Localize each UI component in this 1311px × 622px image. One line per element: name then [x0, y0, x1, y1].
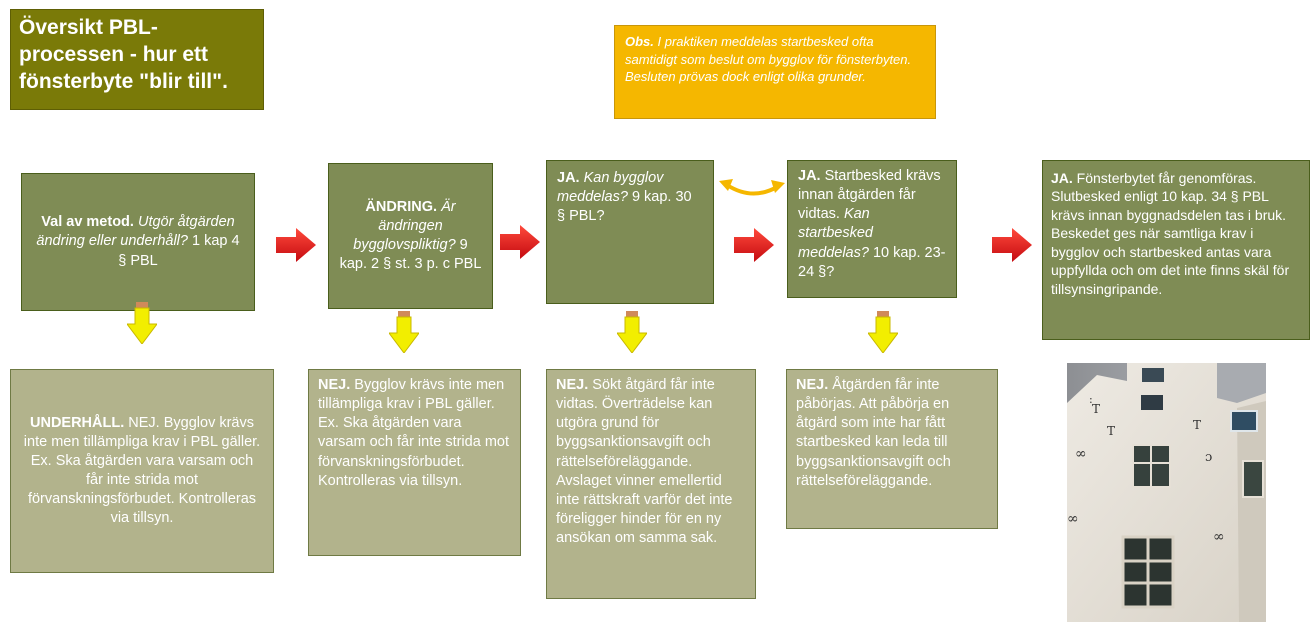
- right-arrow-icon: [734, 228, 774, 262]
- step-4-question: Kan startbesked meddelas?: [798, 206, 873, 261]
- obs-note: Obs. I praktiken meddelas startbesked of…: [614, 25, 936, 119]
- outcome-nej-sokt-atgard: NEJ. Sökt åtgärd får inte vidtas. Övertr…: [546, 369, 756, 599]
- down-arrow-icon: [127, 302, 157, 344]
- step-4-text: Startbesked krävs innan åtgärden får vid…: [798, 168, 941, 223]
- step-3-reference: 9 kap. 30 § PBL?: [557, 189, 692, 225]
- outcome-nej-bygglov-kravs-inte: NEJ. Bygglov krävs inte men tillämpliga …: [308, 369, 521, 556]
- outcome-1-lead: UNDERHÅLL.: [30, 414, 125, 431]
- right-arrow-icon: [276, 228, 316, 262]
- step-startbesked: JA. Startbesked krävs innan åtgärden får…: [787, 160, 957, 298]
- obs-text: I praktiken meddelas startbesked ofta sa…: [625, 34, 912, 85]
- svg-text::: :: [1089, 393, 1093, 406]
- svg-text:ɔ: ɔ: [1205, 450, 1212, 465]
- outcome-2-text: Bygglov krävs inte men tillämpliga krav …: [318, 377, 509, 489]
- obs-label: Obs.: [625, 34, 654, 49]
- outcome-underhall: UNDERHÅLL. NEJ. Bygglov krävs inte men t…: [10, 369, 274, 573]
- outcome-1-text: NEJ. Bygglov krävs inte men tillämpliga …: [23, 414, 261, 527]
- step-1-question: Utgör åtgärden ändring eller underhåll?: [36, 214, 235, 250]
- step-1-reference: 1 kap 4 § PBL: [118, 233, 240, 269]
- outcome-4-lead: NEJ.: [796, 377, 829, 393]
- step-kan-bygglov-meddelas: JA. Kan bygglov meddelas? 9 kap. 30 § PB…: [546, 160, 714, 304]
- step-andring: ÄNDRING. Är ändringen bygglovspliktig? 9…: [328, 163, 493, 309]
- outcome-2-lead: NEJ.: [318, 377, 351, 393]
- svg-text:T: T: [1107, 424, 1115, 438]
- step-3-question: Kan bygglov meddelas?: [557, 170, 664, 206]
- svg-text:∞: ∞: [1213, 529, 1225, 545]
- down-arrow-icon: [868, 311, 898, 353]
- step-1-lead: Val av metod.: [41, 214, 134, 231]
- down-arrow-icon: [617, 311, 647, 353]
- svg-text:∞: ∞: [1075, 446, 1087, 462]
- outcome-4-text: Åtgärden får inte påbörjas. Att påbörja …: [796, 377, 951, 489]
- down-arrow-icon: [389, 311, 419, 353]
- step-genomforas: JA. Fönsterbytet får genomföras. Slutbes…: [1042, 160, 1310, 340]
- svg-text:∞: ∞: [1067, 511, 1079, 527]
- right-arrow-icon: [992, 228, 1032, 262]
- step-5-lead: JA.: [1051, 170, 1073, 186]
- diagram-title: Översikt PBL-processen - hur ett fönster…: [10, 9, 264, 110]
- outcome-nej-atgarden-far-inte-paborjas: NEJ. Åtgärden får inte påbörjas. Att påb…: [786, 369, 998, 529]
- building-facade-photo: ∞ T T T ɔ ∞ ∞ :: [1067, 363, 1266, 622]
- svg-text:T: T: [1092, 402, 1100, 416]
- step-4-reference: 10 kap. 23-24 §?: [798, 244, 946, 280]
- outcome-3-lead: NEJ.: [556, 377, 589, 393]
- outcome-3-text: Sökt åtgärd får inte vidtas. Överträdels…: [556, 377, 733, 546]
- right-arrow-icon: [500, 225, 540, 259]
- step-val-av-metod: Val av metod. Utgör åtgärden ändring ell…: [21, 173, 255, 311]
- step-2-reference: 9 kap. 2 § st. 3 p. c PBL: [339, 237, 482, 273]
- svg-text:T: T: [1193, 418, 1201, 432]
- step-2-lead: ÄNDRING.: [365, 198, 438, 215]
- step-5-text: Fönsterbytet får genomföras. Slutbesked …: [1051, 170, 1290, 297]
- step-2-question: Är ändringen bygglovspliktig?: [353, 198, 456, 253]
- step-3-lead: JA.: [557, 170, 580, 186]
- step-4-lead: JA.: [798, 168, 821, 184]
- double-arrow-icon: [719, 179, 785, 196]
